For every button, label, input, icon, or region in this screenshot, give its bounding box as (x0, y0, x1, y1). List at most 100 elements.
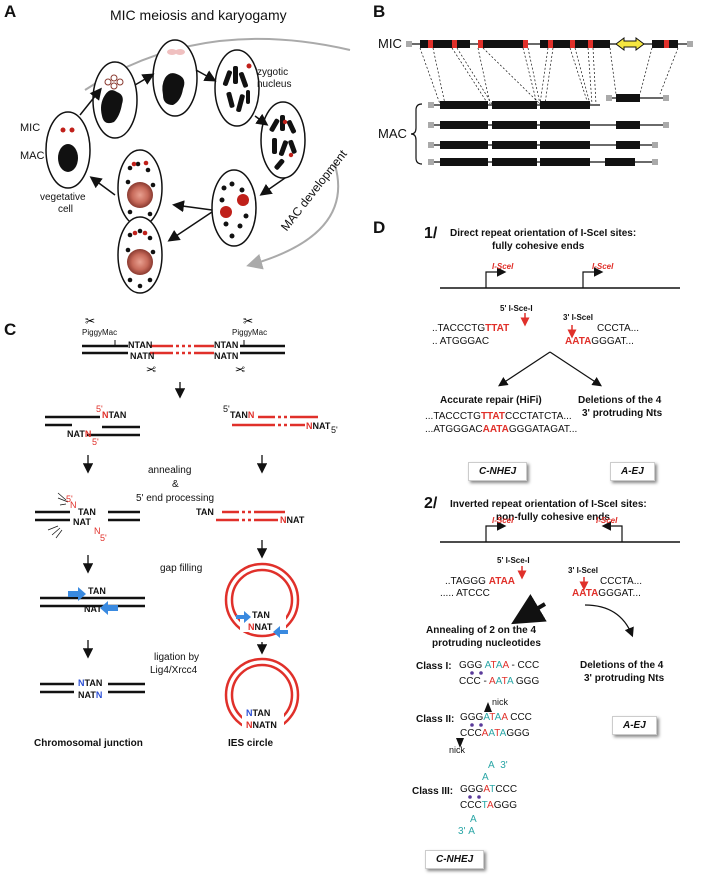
annealing-label-1: Annealing of 2 on the 4 (426, 625, 537, 636)
seq1a-red: TTAT (485, 323, 510, 334)
seq1c: GGGAT... (591, 336, 634, 347)
ann-nat: NAT (73, 517, 91, 527)
right-n: N (247, 410, 255, 420)
left-n: N (102, 410, 109, 420)
zygotic-label: zygotic (257, 67, 289, 78)
rep1a-red: TTAT (480, 411, 505, 422)
annealing-label-2: protruding nucleotides (432, 638, 541, 649)
seq1a: ..TACCCTG (432, 323, 486, 334)
seq1c-red: AATA (565, 336, 592, 347)
circle-at: NAT (254, 622, 273, 632)
class3-label: Class III: (412, 786, 454, 797)
panel-label-b: B (373, 2, 386, 21)
class2-seq-top: GGGATAA CCC (460, 712, 532, 723)
section1-line1: Direct repeat orientation of I-SceI site… (450, 228, 637, 239)
final-n: N (78, 678, 85, 688)
seq2a-red: ATAA (488, 576, 516, 587)
final-n2: N (95, 690, 103, 700)
seq2a: ..TAGGG (445, 576, 489, 587)
panel-c-graphics: ✂ ✂ ✂ ✂ (35, 314, 318, 733)
end-processing-label: 5' end processing (136, 493, 215, 504)
ann-5prime-b: 5' (100, 533, 107, 543)
chromosomal-junction-label: Chromosomal junction (34, 738, 143, 749)
seq2d: GGGAT... (598, 588, 641, 599)
isce-site-1: I-SceI (492, 262, 514, 271)
deletions-label-3: Deletions of the 4 (580, 660, 664, 671)
panel-a-graphics (45, 37, 351, 294)
section2-number: 2/ (424, 495, 438, 512)
svg-text:✂: ✂ (85, 314, 95, 328)
amp-label: & (172, 479, 179, 490)
class1-label: Class I: (416, 661, 452, 672)
mic-label: MIC (20, 122, 41, 134)
s1-3prime-label: 3' I-SceI (563, 313, 593, 322)
gap-nat: NAT (84, 604, 102, 614)
s2-5prime-label: 5' I-Sce-I (497, 556, 530, 565)
svg-text:✂: ✂ (146, 362, 156, 376)
mac-label: MAC (20, 150, 45, 162)
s1-5prime-label: 5' I-Sce-I (500, 304, 533, 313)
class3-seq-bottom: CCCTAGGG (460, 800, 518, 811)
right-n2: N (306, 421, 313, 431)
circ-n: N (246, 708, 253, 718)
ies-at: NAT (286, 515, 305, 525)
left-5prime: 5' (96, 404, 103, 414)
seq2d-red: AATA (572, 588, 599, 599)
left-tan: TAN (108, 410, 127, 420)
right-5prime-b: 5' (331, 425, 338, 435)
right-5prime: 5' (223, 404, 230, 414)
circ-n2: N (246, 720, 253, 730)
ann-n2: N (94, 526, 101, 536)
class1-seq-top: GGG ATAA - CCC (459, 660, 540, 671)
gap-tan: TAN (88, 586, 106, 596)
ntan-right: NTAN (214, 340, 239, 350)
ann-n: N (70, 500, 77, 510)
isce-site-3: I-SceI (492, 516, 514, 525)
ntan-left-n: NTAN (128, 340, 153, 350)
cell-label: cell (58, 204, 74, 215)
s2-3prime-label: 3' I-SceI (568, 566, 598, 575)
rep1a2: CCCTATCTA... (505, 411, 572, 422)
circle-n: N (248, 622, 255, 632)
accurate-repair-label: Accurate repair (HiFi) (440, 395, 542, 406)
nick-label-2: nick (449, 745, 466, 755)
panel-b-mic-label: MIC (378, 36, 402, 51)
left-nat: NAT (67, 429, 85, 439)
section1-line2: fully cohesive ends (492, 241, 585, 252)
cnhej-box-2: C-NHEJ (425, 850, 485, 869)
panel-d-graphics (440, 267, 680, 799)
right-atn: NAT (312, 421, 331, 431)
seq1b: .. ATGGGAC (432, 336, 490, 347)
aej-box-1: A-EJ (610, 462, 655, 481)
right-tan: TAN (230, 410, 248, 420)
rep1b: ...ATGGGAC (425, 424, 483, 435)
section2-line1: Inverted repeat orientation of I-SceI si… (450, 499, 647, 510)
svg-text:✂: ✂ (235, 362, 245, 376)
ligation-label-2: Lig4/Xrcc4 (150, 665, 198, 676)
ies-n: N (280, 515, 287, 525)
natn-right: NATN (214, 351, 239, 361)
deletions-label-1: Deletions of the 4 (578, 395, 662, 406)
isce-site-4: I-SceI (596, 516, 618, 525)
nucleus-label: nucleus (257, 79, 292, 90)
vegetative-label: vegetative (40, 192, 86, 203)
seq2b: ..... ATCCC (440, 588, 490, 599)
final-nat: NAT (78, 690, 96, 700)
piggymac-right: PiggyMac (232, 328, 268, 337)
left-n2: N (84, 429, 92, 439)
isce-site-2: I-SceI (592, 262, 614, 271)
gap-filling-label: gap filling (160, 563, 203, 574)
nick-label-1: nick (492, 697, 509, 707)
seq1d: CCCTA... (597, 323, 640, 334)
circle-tan: TAN (252, 610, 270, 620)
piggymac-left: PiggyMac (82, 328, 118, 337)
panel-label-d: D (373, 218, 386, 237)
circ-atn: NATN (252, 720, 277, 730)
natn-left: NATN (130, 351, 155, 361)
panel-a-title: MIC meiosis and karyogamy (110, 7, 287, 23)
mac-chromosomes (428, 94, 669, 166)
seq2c: CCCTA... (600, 576, 643, 587)
panel-b-mac-label: MAC (378, 126, 407, 141)
left-5prime-b: 5' (92, 437, 99, 447)
